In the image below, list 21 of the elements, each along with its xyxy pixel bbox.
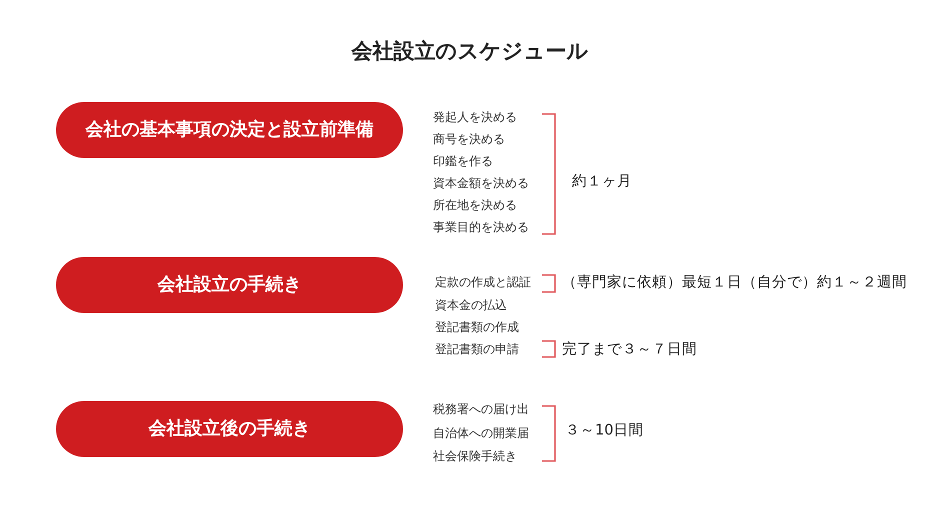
duration-text: （専門家に依頼）最短１日（自分で）約１～２週間 — [562, 274, 907, 292]
list-item: 税務署への届け出 — [433, 403, 529, 417]
list-item: 登記書類の作成 — [435, 321, 519, 335]
duration-text: 完了まで３～７日間 — [562, 342, 697, 358]
list-item: 発起人を決める — [433, 111, 517, 125]
list-item: 資本金額を決める — [433, 177, 529, 191]
list-item: 印鑑を作る — [433, 155, 493, 169]
step-title: 会社設立後の手続き — [148, 419, 310, 439]
step-title: 会社設立の手続き — [158, 275, 302, 295]
list-item: 社会保険手続き — [433, 450, 517, 464]
diagram-title: 会社設立のスケジュール — [352, 40, 588, 64]
step-title: 会社の基本事項の決定と設立前準備 — [86, 120, 374, 140]
duration-text: 約１ヶ月 — [572, 174, 632, 190]
list-item: 定款の作成と認証 — [435, 276, 531, 290]
list-item: 所在地を決める — [433, 199, 517, 213]
list-item: 自治体への開業届 — [433, 427, 529, 441]
list-item: 商号を決める — [433, 133, 505, 147]
list-item: 資本金の払込 — [435, 299, 507, 313]
list-item: 登記書類の申請 — [435, 343, 519, 357]
duration-text: ３～10日間 — [565, 422, 644, 440]
list-item: 事業目的を決める — [433, 221, 529, 235]
